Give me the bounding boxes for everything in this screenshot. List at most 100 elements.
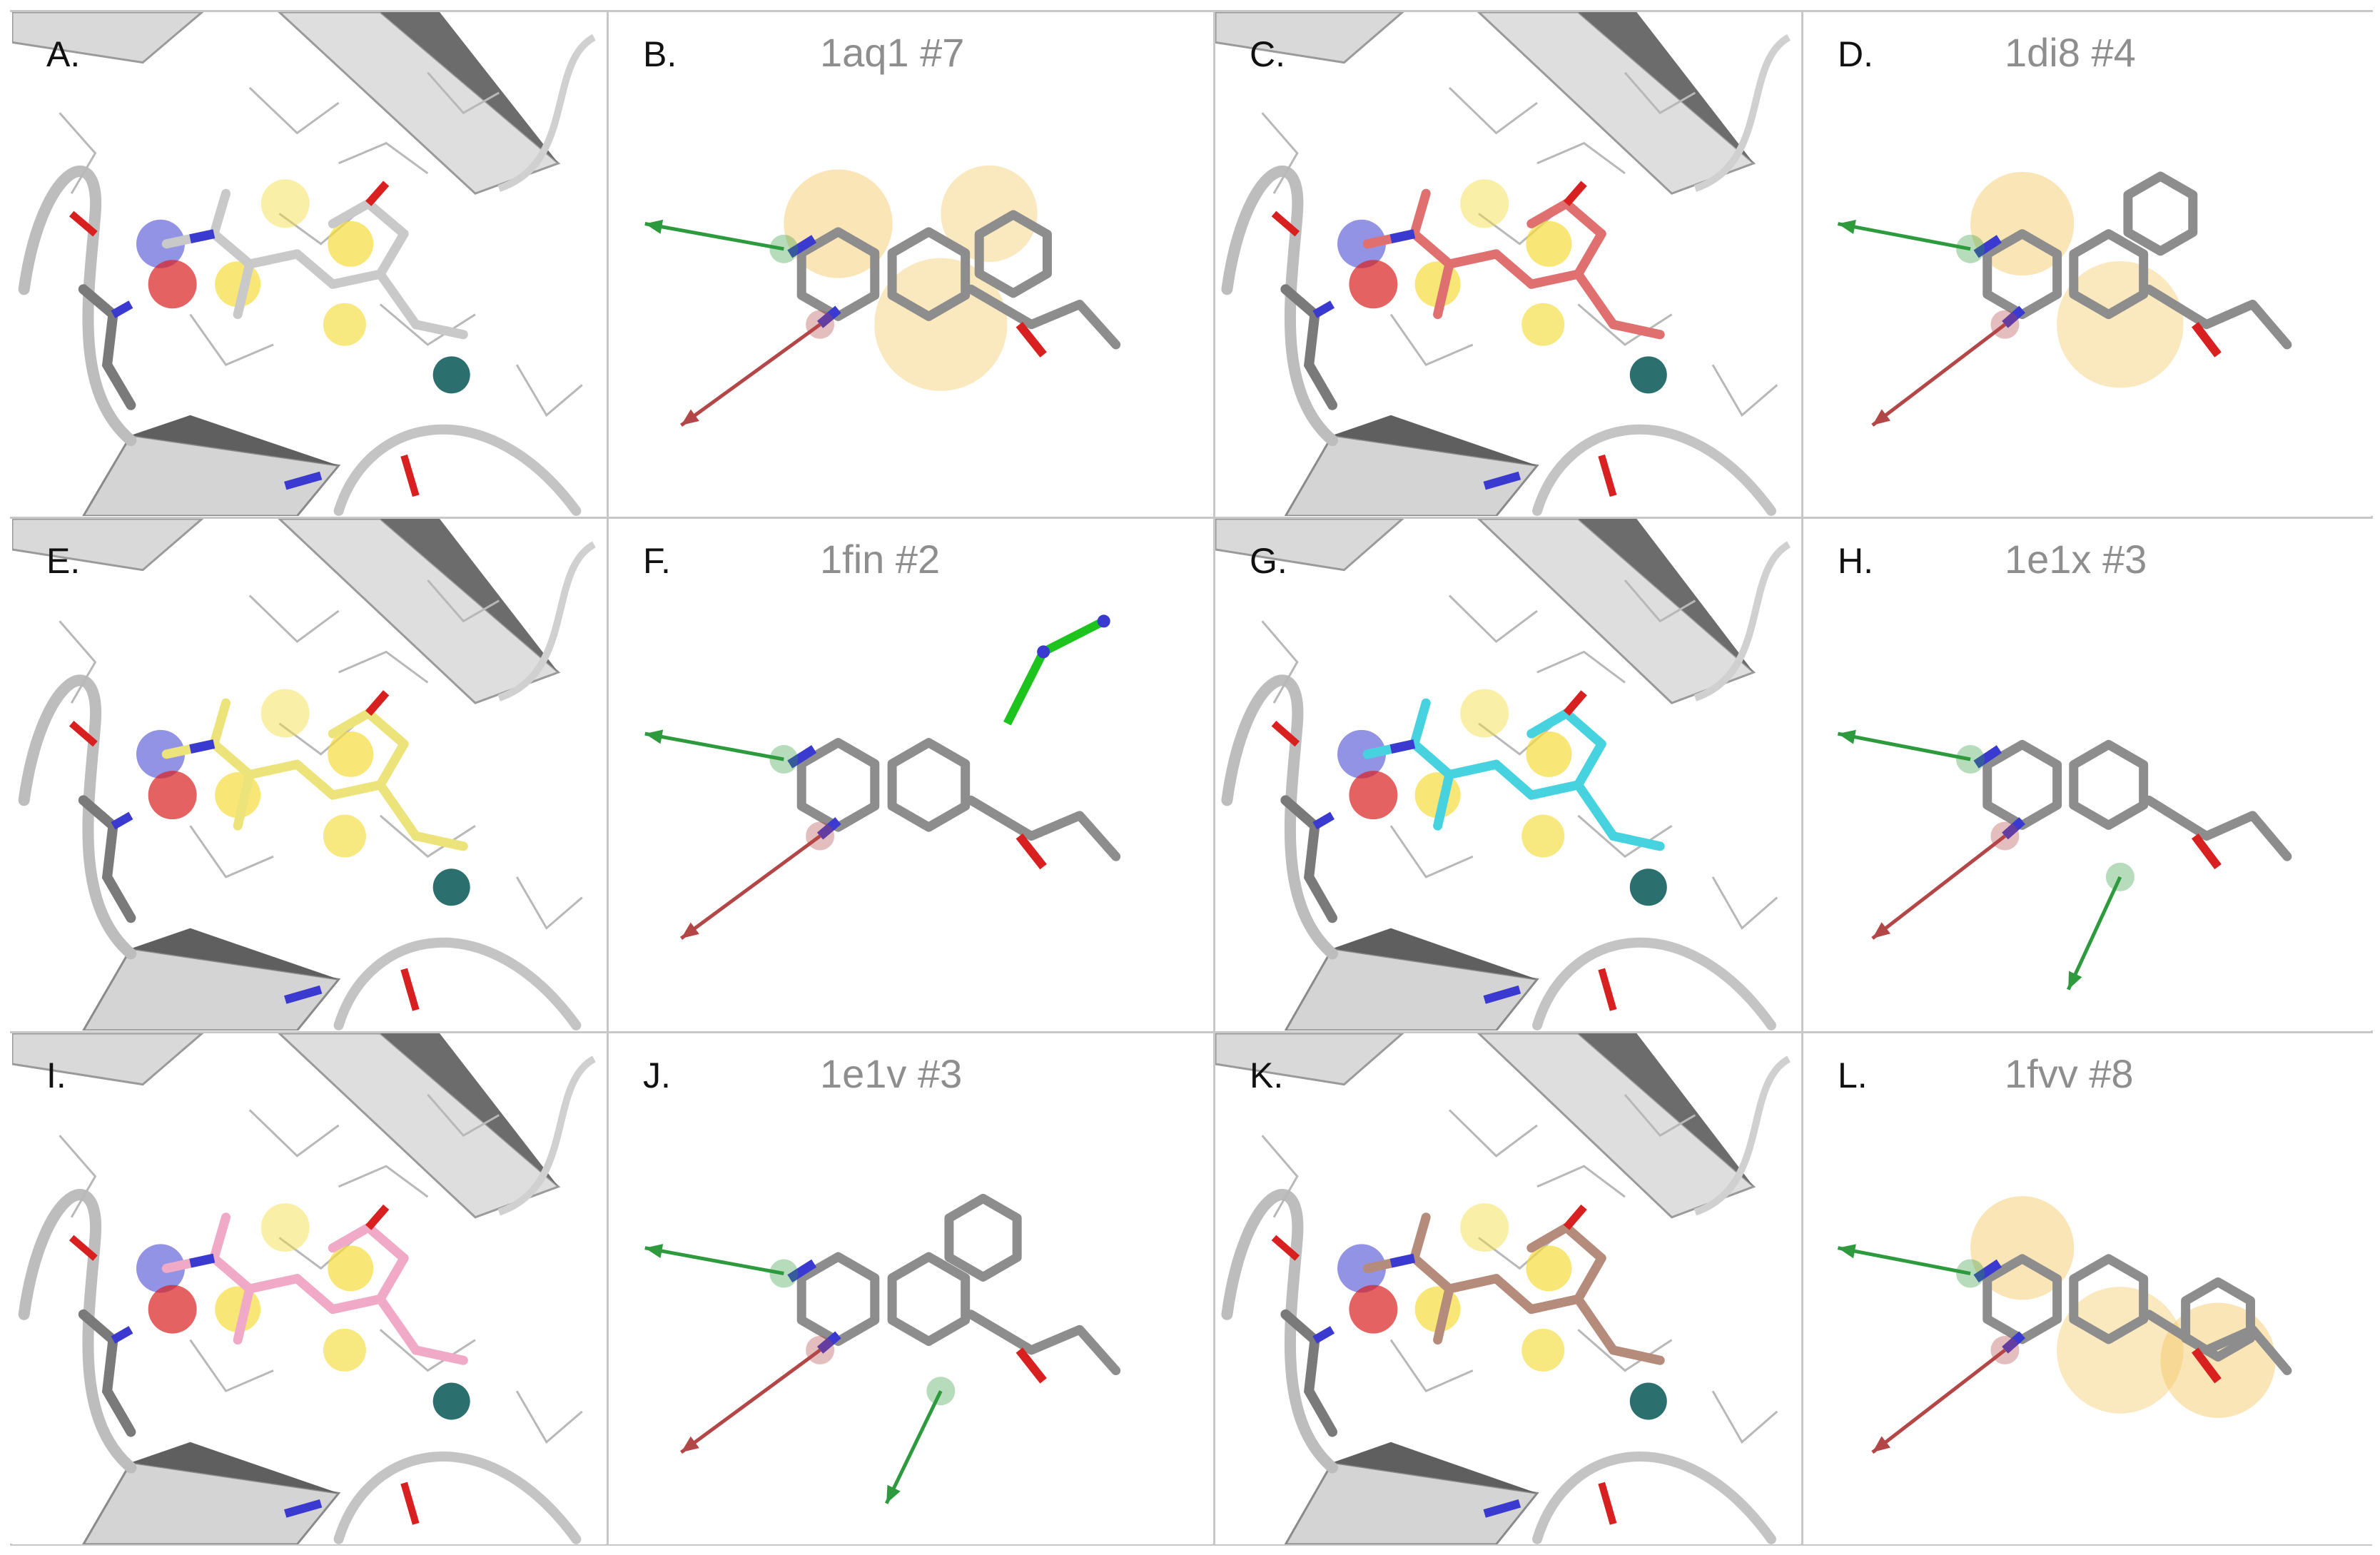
ligand-bond: [245, 249, 302, 269]
binding-pocket-render: [1215, 1033, 1791, 1544]
ligand-bond: [328, 708, 373, 739]
ligand-bond: [1561, 1222, 1606, 1263]
ligand-oxygen: [2191, 833, 2222, 870]
protein-loop-2: [1532, 937, 1776, 1030]
ligand-bond: [1492, 249, 1536, 289]
donor-sphere: [136, 1244, 185, 1293]
ligand-oxygen: [1563, 690, 1587, 716]
ligand-ring: [2069, 229, 2149, 320]
binding-pocket-render: [12, 519, 596, 1030]
hydrophobic-sphere: [1526, 1245, 1572, 1292]
hydrophobic-sphere: [1521, 303, 1565, 346]
ligand-bond: [209, 1212, 231, 1263]
ligand-bond: [363, 198, 409, 239]
ligand-ring: [1983, 739, 2062, 830]
hinge-backbone: [78, 284, 136, 410]
side-chain-wire: [1389, 825, 1474, 878]
ligand-nitrogen: [787, 1259, 817, 1283]
ligand-nitrogen: [2002, 1331, 2025, 1354]
acceptor-vector: [680, 834, 821, 940]
figure-panel: H.1e1x #3: [1803, 519, 2379, 1030]
side-chain-wire: [59, 112, 97, 194]
ligand-bond: [1526, 708, 1571, 739]
ligand-pharmacophore-render: [1837, 729, 2292, 991]
bottom-oxygen: [400, 1481, 420, 1525]
ligand-ring: [887, 227, 971, 321]
side-chain-wire: [1448, 594, 1538, 644]
beta-sheet-shadow: [380, 519, 559, 673]
figure-panel: F.1fin #2: [609, 519, 1212, 1030]
acceptor-vector: [680, 323, 821, 427]
hydrophobic-sphere: [1460, 179, 1509, 228]
side-chain-wire: [515, 364, 583, 417]
bottom-oxygen: [1598, 1481, 1617, 1525]
ligand-bond: [328, 780, 385, 800]
side-chain-wire: [338, 141, 429, 175]
ligand-nitrogen: [787, 235, 817, 258]
protein-loop-2: [333, 1452, 582, 1544]
bottom-oxygen: [400, 968, 420, 1011]
protein-loop-2: [1532, 1452, 1776, 1544]
ligand-bond: [209, 698, 231, 749]
protein-loop-3: [497, 541, 596, 701]
ligand-bond: [375, 780, 421, 841]
panel-title: 1e1x #3: [2005, 537, 2147, 582]
binding-pocket-render: [1215, 519, 1791, 1030]
beta-sheet-bottom: [82, 1461, 341, 1544]
side-chain-wire: [1711, 876, 1778, 930]
donor-feature: [1956, 234, 1985, 263]
panel-title: 1e1v #3: [820, 1051, 963, 1096]
acceptor-vector-head: [681, 1436, 699, 1453]
side-chain-wire: [379, 1329, 476, 1372]
side-chain-wire: [1448, 86, 1538, 135]
ligand-oxygen: [1016, 833, 1047, 870]
bottom-nitrogen: [1483, 1499, 1521, 1518]
metal-ion-sphere: [432, 356, 470, 394]
donor-vector-head: [644, 1244, 664, 1259]
ligand-bond: [1609, 320, 1665, 340]
side-chain-wire: [1448, 1109, 1538, 1158]
panel-letter: E.: [46, 541, 81, 581]
acceptor-vector-head: [1872, 1436, 1890, 1453]
ligand-oxygen: [365, 181, 390, 206]
metal-ion-sphere: [1629, 868, 1667, 906]
metal-ion-sphere: [1629, 356, 1667, 394]
donor-sphere: [1337, 1244, 1386, 1293]
bottom-nitrogen: [1483, 985, 1521, 1004]
beta-sheet: [278, 1033, 561, 1219]
hydrophobic-sphere: [328, 221, 374, 267]
donor-vector: [884, 1390, 943, 1504]
protein-loop: [1221, 166, 1338, 447]
protein-loop: [1221, 674, 1338, 960]
side-chain-wire: [59, 620, 97, 704]
bottom-nitrogen: [1483, 471, 1521, 490]
bottom-oxygen: [400, 454, 420, 497]
beta-sheet-shadow: [380, 12, 559, 163]
beta-sheet: [278, 519, 561, 704]
side-chain-wire: [379, 303, 476, 346]
ligand-bond: [375, 1294, 421, 1355]
hydrophobic-sphere: [323, 814, 366, 858]
panel-divider: [10, 1544, 2372, 1546]
beta-sheet-bottom: [1284, 947, 1539, 1030]
beta-sheet-top: [12, 1033, 204, 1086]
ligand-bond: [209, 188, 231, 239]
ligand-bond: [1409, 1253, 1454, 1294]
ligand-bond: [1526, 269, 1583, 289]
figure-panel: K.: [1215, 1033, 1801, 1544]
beta-sheet-bottom-shadow: [131, 415, 339, 466]
protein-loop-2: [1532, 424, 1776, 516]
side-chain-wire: [189, 825, 274, 878]
side-chain-wire: [1536, 141, 1626, 175]
metal-ion-sphere: [1629, 1382, 1667, 1420]
protein-loop: [18, 674, 137, 960]
ligand-bond: [1444, 1274, 1502, 1294]
phosphate-oxygen: [1037, 645, 1050, 659]
bottom-nitrogen: [284, 1499, 323, 1518]
ligand-bond: [1433, 259, 1454, 320]
beta-sheet-top: [12, 519, 204, 572]
donor-sphere: [1337, 219, 1386, 268]
panel-title: 1aq1 #7: [820, 30, 965, 75]
ligand-chain: [2144, 284, 2292, 350]
donor-sphere: [136, 729, 185, 779]
